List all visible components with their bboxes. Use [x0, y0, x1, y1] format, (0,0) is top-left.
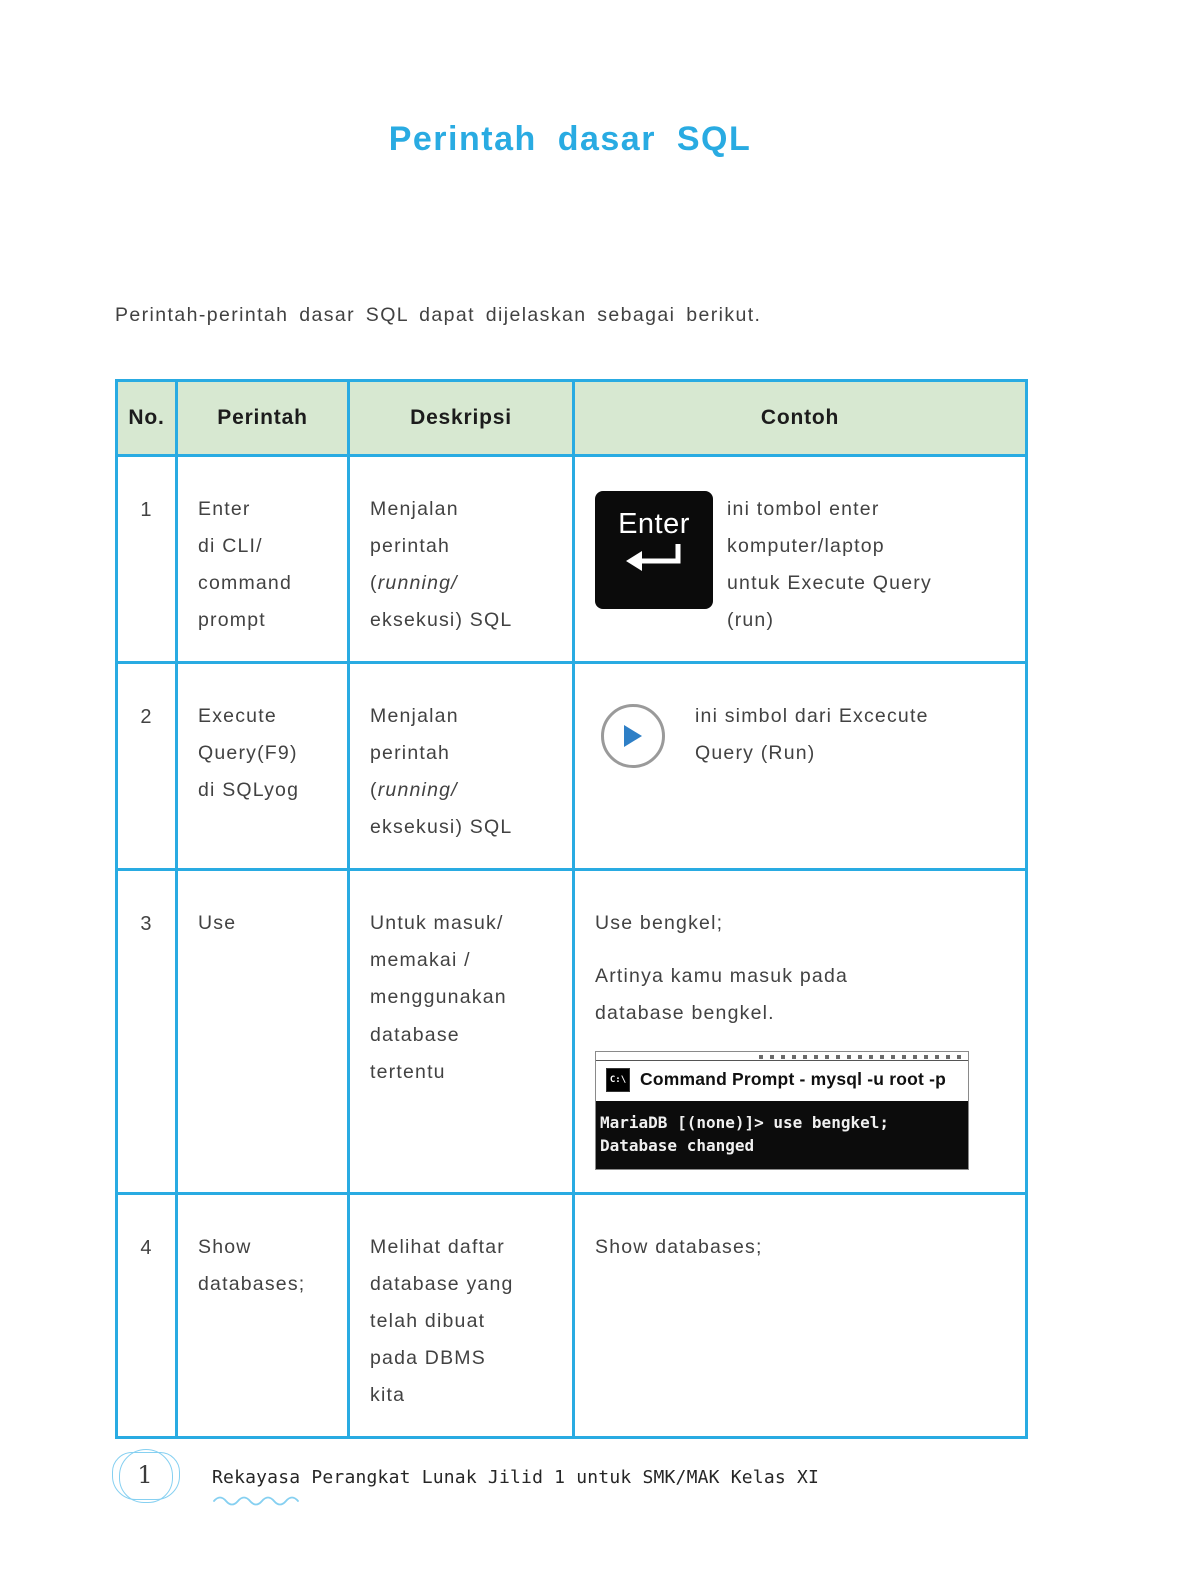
perintah-cell: Use	[175, 868, 350, 1195]
deskripsi-cell: Melihat daftar database yang telah dibua…	[347, 1191, 575, 1440]
perintah-cell: Show databases;	[175, 1191, 350, 1440]
table-row-use: 3 Use Untuk masuk/ memakai / menggunakan…	[115, 868, 1028, 1195]
deskripsi-cell: Untuk masuk/ memakai / menggunakan datab…	[347, 868, 575, 1195]
header-no: No.	[115, 379, 178, 457]
return-arrow-icon	[622, 542, 686, 589]
intro-text: Perintah-perintah dasar SQL dapat dijela…	[115, 304, 762, 326]
contoh-cell: Use bengkel; Artinya kamu masuk pada dat…	[572, 868, 1028, 1195]
table-row-show-databases: 4 Show databases; Melihat daftar databas…	[115, 1191, 1028, 1440]
enter-key-image: Enter	[595, 491, 713, 609]
contoh-explanation: Artinya kamu masuk pada database bengkel…	[595, 965, 849, 1025]
page-title: Perintah dasar SQL	[388, 120, 752, 158]
cmd-window-title: Command Prompt - mysql -u root -p	[640, 1069, 947, 1090]
command-prompt-screenshot: C:\ Command Prompt - mysql -u root -p Ma…	[595, 1050, 969, 1170]
squiggle-underline-icon	[213, 1496, 299, 1505]
page-number-badge: 1	[112, 1449, 186, 1503]
table-row-enter: 1 Enter di CLI/ command prompt Menjalan …	[115, 453, 1028, 665]
cropped-text-fragment	[596, 1051, 968, 1060]
play-circle-icon	[601, 704, 665, 769]
contoh-cell: ini simbol dari Excecute Query (Run)	[572, 661, 1028, 872]
row-number: 4	[115, 1191, 178, 1440]
play-triangle-icon	[624, 725, 642, 748]
row-number: 2	[115, 661, 178, 872]
contoh-cell: Enter ini tombol enter komputer/laptop u…	[572, 453, 1028, 665]
contoh-cell: Show databases;	[572, 1191, 1028, 1440]
table-row-execute-query: 2 Execute Query(F9) di SQLyog Menjalan p…	[115, 661, 1028, 872]
contoh-text: ini simbol dari Excecute Query (Run)	[695, 705, 929, 765]
deskripsi-cell: Menjalan perintah (running/ eksekusi) SQ…	[347, 453, 575, 665]
row-number: 3	[115, 868, 178, 1195]
book-title: Rekayasa Perangkat Lunak Jilid 1 untuk S…	[212, 1466, 820, 1488]
page-footer: 1 Rekayasa Perangkat Lunak Jilid 1 untuk…	[112, 1449, 820, 1505]
perintah-cell: Execute Query(F9) di SQLyog	[175, 661, 350, 872]
perintah-cell: Enter di CLI/ command prompt	[175, 453, 350, 665]
page-content: Perintah dasar SQL Perintah-perintah das…	[115, 0, 1028, 1440]
header-perintah: Perintah	[175, 379, 350, 457]
deskripsi-cell: Menjalan perintah (running/ eksekusi) SQ…	[347, 661, 575, 872]
cmd-titlebar: C:\ Command Prompt - mysql -u root -p	[596, 1059, 968, 1101]
page-number: 1	[137, 1461, 153, 1489]
book-title-wrap: Rekayasa Perangkat Lunak Jilid 1 untuk S…	[212, 1466, 820, 1505]
header-deskripsi: Deskripsi	[347, 379, 575, 457]
sql-commands-table: No. Perintah Deskripsi Contoh 1 Enter di…	[115, 379, 1028, 1440]
header-contoh: Contoh	[572, 379, 1028, 457]
terminal-output: MariaDB [(none)]> use bengkel; Database …	[596, 1100, 968, 1169]
enter-key-label: Enter	[618, 508, 690, 541]
badge-outline-inner	[119, 1449, 173, 1503]
row-number: 1	[115, 453, 178, 665]
command-prompt-icon: C:\	[606, 1067, 630, 1092]
contoh-command: Use bengkel;	[595, 912, 724, 935]
table-header-row: No. Perintah Deskripsi Contoh	[115, 379, 1028, 457]
contoh-text: ini tombol enter komputer/laptop untuk E…	[727, 498, 932, 632]
